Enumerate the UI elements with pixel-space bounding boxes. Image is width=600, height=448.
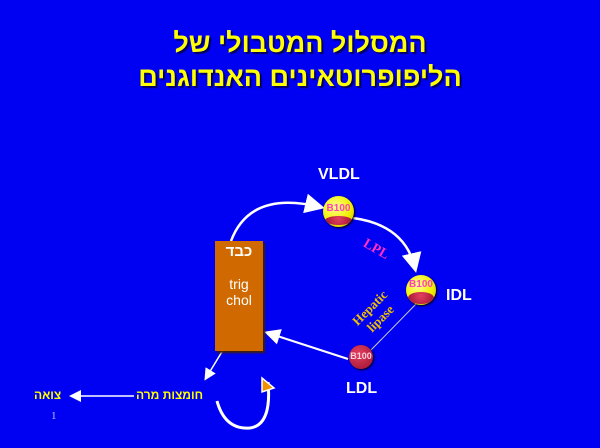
- liver-chol: chol: [226, 292, 252, 308]
- liver-box: כבד trig chol: [215, 241, 263, 351]
- arrow-ldl-to-liver: [264, 329, 349, 360]
- idl-apo: B100: [409, 279, 433, 290]
- slide-title-line1: המסלול המטבולי של: [173, 28, 427, 58]
- idl-cap: [408, 292, 434, 304]
- vldl-cap: [325, 216, 352, 225]
- bile-acids-label: חומצות מרה: [136, 388, 203, 402]
- ldl-particle: B100: [349, 345, 373, 369]
- ldl-apo: B100: [350, 351, 372, 361]
- enterohepatic-loop-arrow: [215, 381, 271, 430]
- liver-trig: trig: [229, 276, 249, 292]
- slide-title-line2: הליפופרוטאינים האנדוגנים: [138, 62, 462, 92]
- vldl-apo: B100: [326, 203, 351, 214]
- arrow-vldl-to-idl: [352, 216, 422, 273]
- loop-arrowhead-icon: [261, 376, 276, 394]
- line-idl-to-ldl: [370, 302, 418, 351]
- feces-label: צואה: [34, 388, 62, 402]
- idl-label: IDL: [446, 287, 472, 304]
- arrow-liver-to-vldl: [229, 193, 325, 242]
- slide-number: 1: [51, 410, 57, 422]
- vldl-particle: B100: [323, 196, 354, 227]
- vldl-label: VLDL: [318, 166, 360, 183]
- ldl-label: LDL: [346, 380, 378, 397]
- liver-label: כבד: [225, 243, 253, 260]
- idl-particle: B100: [406, 275, 436, 305]
